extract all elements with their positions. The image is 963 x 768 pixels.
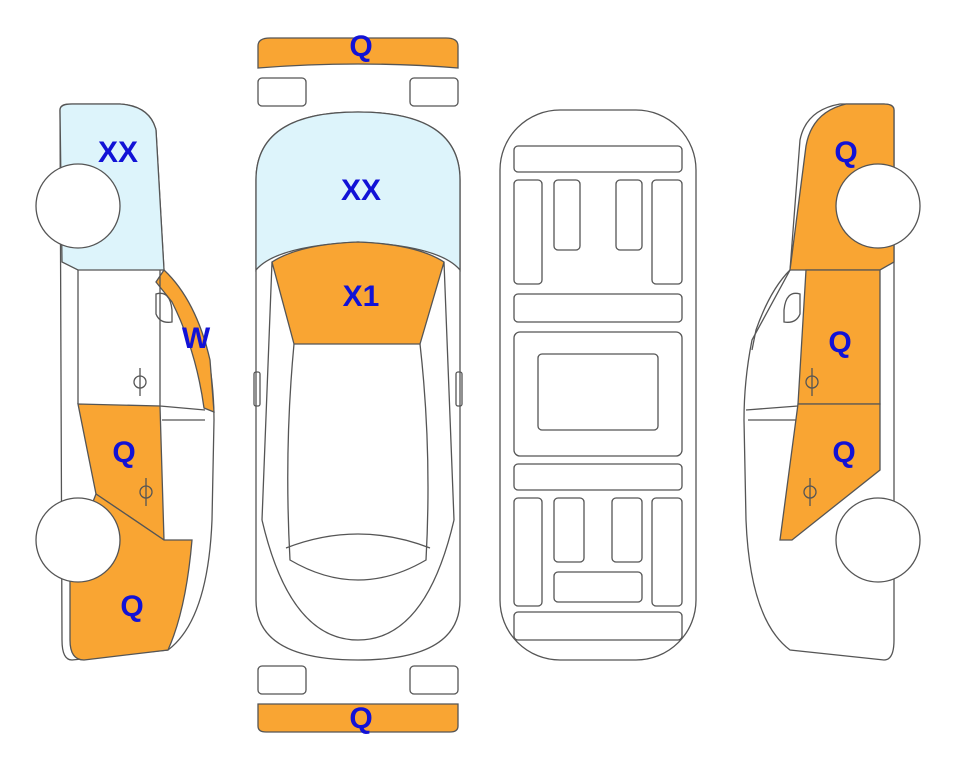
left-mirror <box>155 292 173 323</box>
top-hood[interactable] <box>271 241 445 345</box>
label-top-windshield: XX <box>341 174 381 207</box>
right-front-door[interactable] <box>779 403 881 541</box>
left-rear-wheel <box>35 163 121 249</box>
top-rear-window <box>261 519 455 641</box>
label-left-door-frame: W <box>182 322 211 355</box>
top-front-light-left <box>257 665 307 695</box>
right-front-wheel <box>835 497 921 583</box>
top-side-lines <box>261 261 455 521</box>
label-right-rear-door: Q <box>828 326 851 359</box>
label-left-front-fender: Q <box>120 590 143 623</box>
label-top-hood: X1 <box>343 280 380 313</box>
left-door-frame[interactable] <box>155 269 215 413</box>
right-door-lines <box>745 405 799 421</box>
top-mirror-right <box>455 371 463 407</box>
right-rear-wheel <box>835 163 921 249</box>
top-rear-light-right <box>409 77 459 107</box>
label-left-front-door: Q <box>112 436 135 469</box>
left-door-lines <box>159 270 206 421</box>
top-roof <box>287 343 429 581</box>
label-right-rear-quarter: Q <box>834 136 857 169</box>
left-front-wheel <box>35 497 121 583</box>
underside-center-panel <box>537 353 659 431</box>
left-side-view: XX W Q Q <box>35 103 215 661</box>
label-right-front-door: Q <box>832 436 855 469</box>
label-left-rear-glass: XX <box>98 136 138 169</box>
right-side-view: Q Q Q <box>743 103 921 661</box>
top-rear-bumper[interactable] <box>257 37 459 69</box>
right-mirror <box>783 292 801 323</box>
top-rear-light-left <box>257 77 307 107</box>
top-front-bumper[interactable] <box>257 703 459 733</box>
label-top-rear-bumper: Q <box>349 30 372 63</box>
top-view: Q XX X1 Q <box>253 30 463 735</box>
underside-view <box>499 109 697 661</box>
underside-outline <box>499 109 697 661</box>
label-top-front-bumper: Q <box>349 702 372 735</box>
top-front-light-right <box>409 665 459 695</box>
top-mirror-left <box>253 371 261 407</box>
